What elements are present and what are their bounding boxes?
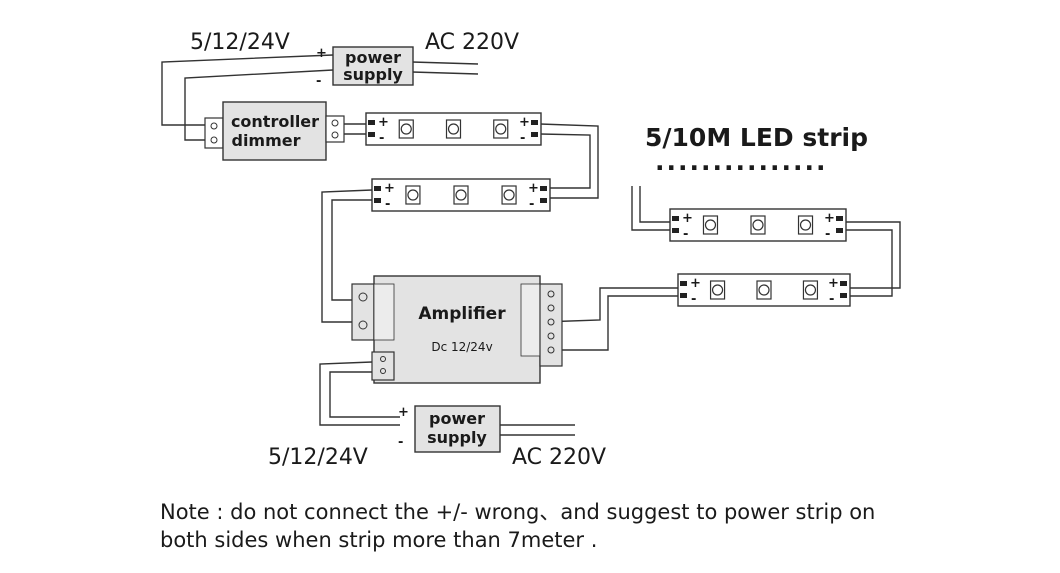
svg-text:+: + <box>519 115 530 130</box>
note-line-2: both sides when strip more than 7meter . <box>160 528 598 552</box>
wires <box>161 54 901 436</box>
led-chip <box>756 280 772 300</box>
led-strip-4: +-+- <box>677 273 851 307</box>
svg-text:+: + <box>690 276 701 291</box>
bottom-voltage-label: 5/12/24V <box>268 445 368 470</box>
led-strip-1: +-+- <box>365 112 542 146</box>
amplifier-title: Amplifier <box>418 304 506 324</box>
controller-dimmer: controller dimmer <box>204 101 345 161</box>
svg-text:-: - <box>520 131 525 146</box>
strip-continuation-dots: ............... <box>655 147 827 176</box>
top-power-supply: power supply + - <box>316 46 414 89</box>
bottom-power-supply: power supply + - <box>398 405 501 453</box>
bottom-ac-label: AC 220V <box>512 445 606 470</box>
top-voltage-label: 5/12/24V <box>190 30 290 55</box>
svg-text:-: - <box>691 292 696 307</box>
led-strip-2: +-+- <box>371 178 551 212</box>
top-supply-label-line1: power <box>345 48 401 67</box>
amplifier-subtitle: Dc 12/24v <box>431 340 492 354</box>
bottom-supply-minus: - <box>398 435 403 450</box>
led-chip <box>709 280 726 300</box>
svg-text:+: + <box>682 211 693 226</box>
svg-text:+: + <box>824 211 835 226</box>
svg-text:-: - <box>683 227 688 242</box>
top-ac-label: AC 220V <box>425 30 519 55</box>
svg-text:-: - <box>829 292 834 307</box>
note-line-1: Note : do not connect the +/- wrong、and … <box>160 500 876 524</box>
led-chip <box>501 185 517 205</box>
led-chip <box>702 215 719 235</box>
svg-text:-: - <box>385 197 390 212</box>
led-strips: +-+-+-+-+-+-+-+- <box>365 112 851 307</box>
led-strip-3: +-+- <box>669 208 847 242</box>
note-text: Note : do not connect the +/- wrong、and … <box>160 498 1020 554</box>
controller-label-line1: controller <box>231 112 319 131</box>
svg-text:-: - <box>825 227 830 242</box>
bottom-supply-plus: + <box>398 405 409 420</box>
svg-text:-: - <box>379 131 384 146</box>
led-chip <box>398 119 414 139</box>
svg-text:+: + <box>378 115 389 130</box>
led-chip <box>405 185 421 205</box>
bottom-supply-label-line2: supply <box>427 428 487 447</box>
led-chip <box>797 215 814 235</box>
led-chip <box>445 119 462 139</box>
svg-text:+: + <box>528 181 539 196</box>
top-supply-minus: - <box>316 74 321 89</box>
led-chip <box>453 185 469 205</box>
top-supply-label-line2: supply <box>343 65 403 84</box>
controller-label-line2: dimmer <box>231 131 300 150</box>
led-chip <box>493 119 509 139</box>
top-supply-plus: + <box>316 46 327 61</box>
svg-text:+: + <box>384 181 395 196</box>
led-chip <box>802 280 819 300</box>
svg-text:+: + <box>828 276 839 291</box>
svg-text:-: - <box>529 197 534 212</box>
strip-heading: 5/10M LED strip <box>645 123 868 152</box>
led-chip <box>750 215 766 235</box>
bottom-supply-label-line1: power <box>429 409 485 428</box>
amplifier: Amplifier Dc 12/24v <box>351 275 563 384</box>
